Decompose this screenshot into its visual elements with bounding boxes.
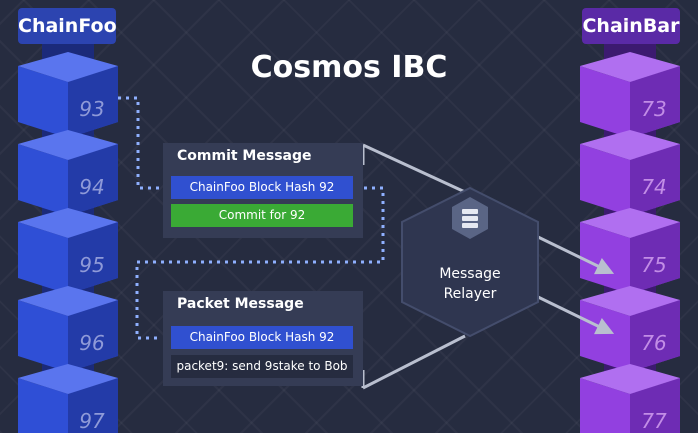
chainbar-block-number-76: 76: [641, 331, 666, 355]
diagram-title: Cosmos IBC: [250, 50, 448, 85]
commit-for-row: Commit for 92: [171, 204, 353, 227]
block93-to-commit-connector: [118, 96, 160, 190]
chainbar-label: ChainBar: [582, 8, 680, 44]
packet-content-row: packet9: send 9stake to Bob: [171, 355, 353, 378]
chainfoo-label: ChainFoo: [18, 8, 117, 44]
arrow-to-block-75: [535, 234, 615, 275]
chainbar-block-number-74: 74: [641, 175, 666, 199]
chainbar-block-number-77: 77: [641, 409, 667, 433]
packet-block-hash-row: ChainFoo Block Hash 92: [171, 326, 353, 349]
relayer-label-line2: Relayer: [443, 286, 497, 302]
relayer-label: Message Relayer: [402, 264, 538, 304]
packet-message-panel: Packet Message ChainFoo Block Hash 92 pa…: [163, 291, 363, 386]
chainfoo-block-97: [18, 364, 118, 433]
relayer-label-line1: Message: [439, 266, 501, 282]
arrow-to-block-76: [535, 294, 615, 335]
dotted-connectors: [118, 96, 385, 340]
chainbar-block-77: [580, 364, 680, 433]
chainfoo-block-96: [18, 286, 118, 372]
chainbar-block-76: [580, 286, 680, 372]
chainbar-block-73: [580, 52, 680, 138]
chainfoo-block-chain: [18, 40, 118, 433]
chainbar-block-74: [580, 130, 680, 216]
packet-bracket-line: [361, 334, 466, 390]
chainfoo-block-number-97: 97: [79, 409, 105, 433]
chainbar-block-number-73: 73: [641, 97, 666, 121]
packet-message-heading: Packet Message: [177, 296, 304, 312]
commit-block-hash-row: ChainFoo Block Hash 92: [171, 176, 353, 199]
chainfoo-block-94: [18, 130, 118, 216]
chainfoo-block-93: [18, 52, 118, 138]
commit-to-packet-connector: [135, 186, 385, 340]
commit-message-heading: Commit Message: [177, 148, 312, 164]
chainfoo-block-number-94: 94: [79, 175, 104, 199]
server-icon: [462, 209, 478, 228]
relay-brackets: [361, 143, 615, 390]
chainfoo-block-95: [18, 208, 118, 294]
commit-message-panel: Commit Message ChainFoo Block Hash 92 Co…: [163, 143, 363, 238]
commit-bracket-line: [361, 143, 466, 194]
chainbar-block-number-75: 75: [641, 253, 666, 277]
chainfoo-block-number-95: 95: [79, 253, 104, 277]
relayer-hexagon: [401, 186, 539, 338]
chainbar-block-75: [580, 208, 680, 294]
chainfoo-block-number-96: 96: [79, 331, 104, 355]
chainfoo-block-number-93: 93: [79, 97, 104, 121]
chainbar-block-chain: [580, 40, 680, 433]
